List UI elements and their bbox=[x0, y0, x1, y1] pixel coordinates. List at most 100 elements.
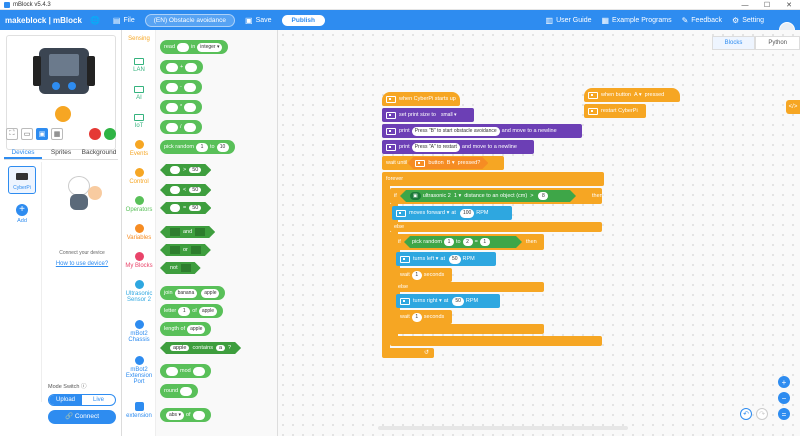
category-mbot2-extension[interactable]: mBot2 Extension Port bbox=[122, 356, 156, 385]
category-mbot2-chassis[interactable]: mBot2 Chassis bbox=[122, 320, 156, 343]
condition-ultrasonic-distance[interactable]: ▣ ultrasonic 2 1 ▾ distance to an object… bbox=[400, 190, 576, 202]
code-toggle-button[interactable]: </> bbox=[786, 100, 800, 114]
block-or[interactable]: or bbox=[160, 244, 211, 256]
publish-button[interactable]: Publish bbox=[281, 14, 326, 26]
block-greater-than[interactable]: >50 bbox=[160, 164, 211, 176]
normal-stage-icon[interactable]: ▣ bbox=[36, 128, 48, 140]
category-sensing[interactable]: Sensing bbox=[128, 36, 150, 42]
script-workspace[interactable]: Blocks Python </> when CyberPi starts up… bbox=[278, 30, 800, 436]
block-multiply[interactable]: * bbox=[160, 100, 203, 114]
device-card-cyberpi[interactable]: CyberPi bbox=[8, 166, 36, 194]
minimize-button[interactable]: — bbox=[741, 1, 749, 9]
window-titlebar: mBlock v5.4.3 — ☐ ✕ bbox=[0, 0, 800, 10]
tab-devices[interactable]: Devices bbox=[4, 146, 42, 159]
example-programs-link[interactable]: ▦Example Programs bbox=[601, 15, 672, 25]
block-forever[interactable]: forever bbox=[382, 172, 604, 186]
cyberpi-icon bbox=[386, 95, 396, 103]
ai-icon bbox=[134, 86, 144, 93]
save-button[interactable]: ▣Save bbox=[245, 15, 272, 25]
connect-button[interactable]: 🔗 Connect bbox=[48, 410, 116, 424]
workspace-scrollbar[interactable] bbox=[378, 426, 628, 430]
zoom-out-icon[interactable]: − bbox=[778, 392, 790, 404]
block-and[interactable]: and bbox=[160, 226, 215, 238]
tab-blocks[interactable]: Blocks bbox=[711, 36, 756, 50]
block-divide[interactable]: / bbox=[160, 120, 202, 134]
zoom-reset-icon[interactable]: = bbox=[778, 408, 790, 420]
upload-mode-button[interactable]: Upload bbox=[49, 395, 82, 405]
window-controls: — ☐ ✕ bbox=[734, 0, 800, 10]
globe-menu[interactable]: 🌐 bbox=[90, 16, 103, 25]
category-events[interactable]: Events bbox=[122, 140, 156, 157]
block-mod[interactable]: mod bbox=[160, 364, 211, 378]
close-button[interactable]: ✕ bbox=[786, 2, 792, 9]
control-dot-icon bbox=[134, 168, 144, 177]
redo-icon[interactable]: ↷ bbox=[756, 408, 768, 420]
category-control[interactable]: Control bbox=[122, 168, 156, 185]
fullscreen-icon[interactable]: ⛶ bbox=[6, 128, 18, 140]
category-ultrasonic[interactable]: Ultrasonic Sensor 2 bbox=[122, 280, 156, 303]
category-my-blocks[interactable]: My Blocks bbox=[122, 252, 156, 269]
setting-menu[interactable]: ⚙Setting bbox=[732, 15, 764, 25]
mbot-icon bbox=[400, 255, 410, 263]
block-when-cyberpi-starts[interactable]: when CyberPi starts up bbox=[382, 92, 460, 106]
maximize-button[interactable]: ☐ bbox=[763, 2, 771, 9]
stop-icon[interactable] bbox=[89, 128, 101, 140]
condition-random-equals[interactable]: pick random 1 to 2 = 1 bbox=[404, 236, 522, 248]
category-ai[interactable]: AI bbox=[122, 86, 156, 101]
add-device-button[interactable]: + Add bbox=[16, 204, 28, 224]
file-menu[interactable]: ▤File bbox=[112, 15, 135, 25]
category-operators[interactable]: Operators bbox=[122, 196, 156, 213]
block-equals[interactable]: =50 bbox=[160, 202, 211, 214]
device-info: Connect your device How to use device? bbox=[44, 162, 120, 292]
cyberpi-icon bbox=[386, 143, 396, 151]
category-iot[interactable]: IoT bbox=[122, 114, 156, 129]
feedback-link[interactable]: ✎Feedback bbox=[681, 15, 723, 25]
cyberpi-icon bbox=[16, 173, 28, 180]
category-extension[interactable]: extension bbox=[122, 402, 156, 419]
tab-python[interactable]: Python bbox=[755, 36, 800, 50]
left-tabs: Devices Sprites Background bbox=[4, 146, 118, 160]
extension-icon bbox=[134, 402, 144, 411]
block-restart-cyberpi[interactable]: restart CyberPi bbox=[584, 104, 646, 118]
live-mode-button[interactable]: Live bbox=[92, 397, 104, 403]
undo-icon[interactable]: ↶ bbox=[740, 408, 752, 420]
green-flag-icon[interactable] bbox=[104, 128, 116, 140]
block-round[interactable]: round bbox=[160, 384, 199, 398]
block-abs[interactable]: abs ▾of bbox=[160, 408, 211, 422]
zoom-in-icon[interactable]: + bbox=[778, 376, 790, 388]
small-stage-icon[interactable]: ▭ bbox=[21, 128, 33, 140]
tab-background[interactable]: Background bbox=[81, 149, 117, 156]
category-variables[interactable]: Variables bbox=[122, 224, 156, 241]
block-not[interactable]: not bbox=[160, 262, 201, 274]
grid-view-icon[interactable]: ▦ bbox=[51, 128, 63, 140]
block-subtract[interactable]: - bbox=[160, 80, 202, 94]
category-lan[interactable]: LAN bbox=[122, 58, 156, 73]
app-logo: makeblock | mBlock bbox=[5, 15, 82, 25]
tab-sprites[interactable]: Sprites bbox=[50, 149, 72, 156]
block-less-than[interactable]: <50 bbox=[160, 184, 211, 196]
user-guide-link[interactable]: ▥User Guide bbox=[545, 15, 592, 25]
project-name-input[interactable]: (EN) Obstacle avoidance bbox=[144, 13, 236, 27]
window-title: mBlock v5.4.3 bbox=[13, 1, 51, 8]
how-to-use-link[interactable]: How to use device? bbox=[55, 261, 109, 267]
block-add[interactable]: + bbox=[160, 60, 204, 74]
stage-preview[interactable] bbox=[6, 35, 116, 150]
